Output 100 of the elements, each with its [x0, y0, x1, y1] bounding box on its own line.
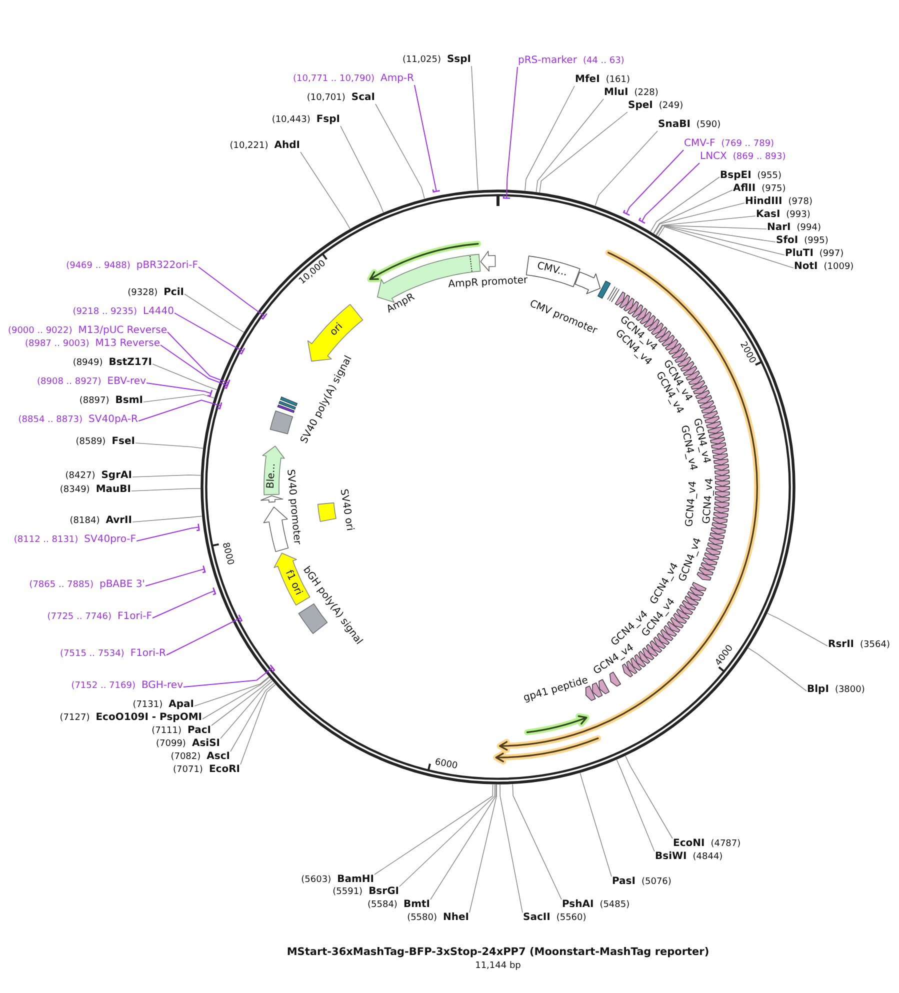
- restriction-site-label: (8349) MauBI: [60, 484, 131, 496]
- restriction-site-label: (10,701) ScaI: [306, 92, 375, 104]
- repeat-unit: [712, 457, 730, 466]
- leader-line: [399, 784, 496, 887]
- leader-line: [512, 784, 562, 900]
- feature-label: GCN4_v4: [685, 480, 699, 528]
- leader-line: [143, 394, 214, 402]
- repeat-unit: [712, 452, 729, 461]
- restriction-site-label: BspEI (955): [720, 170, 782, 182]
- repeat-unit: [686, 590, 703, 602]
- restriction-site-label: (5584) BmtI: [368, 899, 430, 911]
- restriction-site-label: NotI (1009): [794, 261, 854, 273]
- repeat-unit: [713, 468, 731, 477]
- primer-site-label: (8854 .. 8873) SV40pA-R: [18, 414, 138, 426]
- leader-line: [375, 104, 425, 200]
- repeat-unit: [694, 389, 711, 400]
- leader-line: [656, 225, 785, 256]
- repeat-unit: [714, 479, 731, 488]
- repeat-unit: [700, 404, 717, 414]
- leader-line: [748, 648, 807, 692]
- leader-line: [653, 190, 733, 234]
- leader-line: [471, 66, 478, 191]
- leader-line: [132, 516, 202, 522]
- feature-shape: [261, 445, 286, 496]
- sequence-length: 11,144 bp: [475, 962, 521, 971]
- leader-line: [340, 126, 384, 213]
- repeat-unit: [692, 384, 709, 395]
- restriction-site-label: (8949) BstZ17I: [72, 357, 152, 369]
- repeat-unit: [678, 603, 694, 616]
- primer-site-label: (7515 .. 7534) F1ori-R: [60, 648, 166, 660]
- restriction-site-label: MluI (228): [604, 87, 658, 99]
- restriction-site-label: NarI (994): [767, 222, 821, 234]
- leader-line: [469, 784, 497, 913]
- leader-line: [616, 759, 655, 852]
- repeat-unit: [689, 585, 705, 597]
- feature-box: [316, 501, 338, 523]
- leader-line: [183, 664, 276, 688]
- repeat-unit: [701, 556, 718, 566]
- repeat-unit: [714, 485, 731, 493]
- restriction-site-label: SpeI (249): [628, 100, 684, 112]
- leader-line: [198, 266, 268, 320]
- primer-site-label: (9469 .. 9488) pBR322ori-F: [66, 260, 198, 272]
- feature-name: CMV...: [536, 262, 569, 279]
- restriction-site-label: (9328) PciI: [128, 287, 184, 299]
- restriction-site-label: (10,443) FspI: [272, 114, 340, 126]
- repeat-unit: [614, 290, 627, 307]
- repeat-unit: [637, 650, 651, 665]
- repeat-unit: [608, 671, 622, 688]
- repeat-unit: [700, 561, 717, 571]
- feature-label: GCN4_v4: [702, 478, 716, 524]
- repeat-unit: [618, 293, 631, 310]
- leader-line: [414, 84, 440, 193]
- leader-line: [167, 332, 230, 386]
- feature-label: AmpR promoter: [448, 276, 528, 290]
- leader-line: [184, 294, 244, 333]
- repeat-unit: [672, 612, 688, 625]
- leader-line: [625, 755, 673, 839]
- leader-line: [374, 784, 494, 875]
- repeat-unit: [709, 531, 726, 541]
- repeat-unit: [713, 500, 730, 509]
- repeat-unit: [649, 639, 663, 654]
- primer-site-label: (7725 .. 7746) F1ori-F: [47, 611, 152, 623]
- leader-line: [766, 612, 828, 646]
- leader-line: [166, 614, 242, 656]
- leader-line: [230, 682, 275, 752]
- feature-name: Ble...: [266, 462, 278, 489]
- repeat-unit: [675, 608, 691, 621]
- repeat-unit: [707, 536, 725, 546]
- repeat-unit: [591, 681, 604, 699]
- leader-line: [146, 382, 213, 397]
- leader-line: [220, 680, 273, 739]
- restriction-site-label: (7071) EcoRI: [173, 764, 240, 776]
- repeat-unit: [681, 599, 697, 611]
- restriction-site-label: HindIII (978): [745, 196, 812, 208]
- primer-site-label: (7152 .. 7169) BGH-rev: [71, 680, 183, 692]
- restriction-site-label: (8897) BsmI: [79, 395, 143, 407]
- leader-line: [152, 586, 216, 618]
- feature-shape: [259, 494, 284, 504]
- repeat-unit: [633, 653, 647, 669]
- restriction-site-label: MfeI (161): [575, 74, 630, 86]
- primer-site-label: (8112 .. 8131) SV40pro-F: [14, 534, 136, 546]
- feature-name: f1 ori: [283, 568, 304, 597]
- primer-site-label: (8987 .. 9003) M13 Reverse: [24, 338, 160, 350]
- leader-line: [132, 474, 202, 478]
- repeat-unit: [622, 297, 636, 313]
- restriction-site-label: PasI (5076): [612, 876, 672, 888]
- primer-site-label: (7865 .. 7885) pBABE 3': [29, 579, 145, 591]
- leader-line: [211, 678, 272, 726]
- leader-line: [135, 442, 204, 449]
- repeat-unit: [652, 636, 667, 650]
- leader-line: [300, 152, 350, 230]
- repeat-unit: [691, 581, 708, 592]
- repeat-unit: [642, 314, 657, 329]
- scale-number: 8000: [220, 542, 234, 567]
- leader-line: [658, 226, 794, 268]
- repeat-unit: [710, 441, 727, 451]
- restriction-site-label: (7082) AscI: [170, 751, 230, 763]
- leader-line: [160, 344, 230, 389]
- restriction-site-label: SfoI (995): [776, 235, 828, 247]
- repeat-unit: [712, 511, 729, 520]
